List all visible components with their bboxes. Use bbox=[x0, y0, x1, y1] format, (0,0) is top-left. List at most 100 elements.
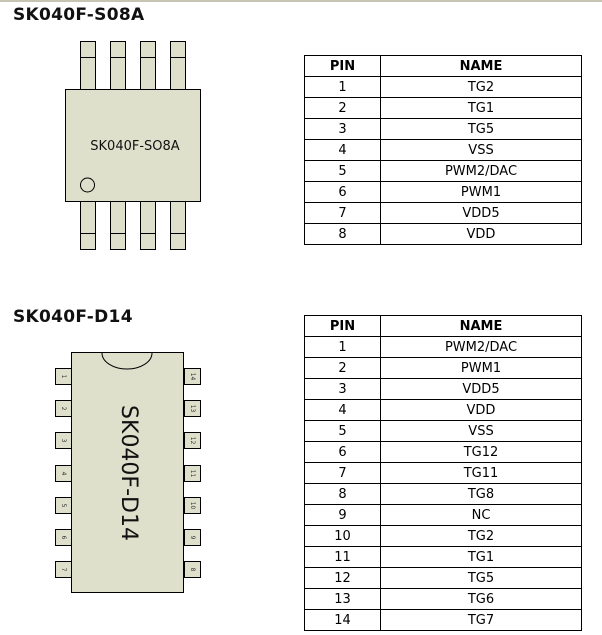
chip-pin-left bbox=[55, 497, 72, 514]
pin-label: 10 bbox=[189, 502, 196, 510]
pin-name-cell: VDD5 bbox=[380, 378, 582, 400]
pin-name-cell: TG7 bbox=[380, 609, 582, 631]
table-header-row: PIN NAME bbox=[304, 315, 582, 337]
pin-label: 11 bbox=[189, 470, 196, 478]
sop8-chip-diagram: SK040F-SO8A bbox=[65, 41, 201, 250]
pin-number-cell: 14 bbox=[304, 609, 381, 631]
pin-number-cell: 3 bbox=[304, 378, 381, 400]
pin-number-cell: 12 bbox=[304, 567, 381, 589]
pin1-marker-icon bbox=[80, 177, 95, 193]
pin-label: 1 bbox=[60, 375, 67, 379]
chip-pin-right bbox=[184, 529, 201, 546]
pin-name-cell: PWM2/DAC bbox=[380, 160, 582, 182]
pin-label: 4 bbox=[60, 472, 67, 476]
pin-name-cell: VDD bbox=[380, 399, 582, 421]
pin-number-cell: 7 bbox=[304, 462, 381, 484]
chip-label: SK040F-D14 bbox=[116, 405, 141, 541]
pin-label: 3 bbox=[60, 439, 67, 443]
section-title-sop8: SK040F-S08A bbox=[13, 5, 145, 25]
chip-pin-left bbox=[55, 561, 72, 578]
chip-body bbox=[65, 89, 201, 202]
pin-name-cell: PWM2/DAC bbox=[380, 336, 582, 358]
pin-number-cell: 2 bbox=[304, 357, 381, 379]
pin-number-cell: 4 bbox=[304, 399, 381, 421]
pin-number-cell: 1 bbox=[304, 76, 381, 98]
chip-pin-right bbox=[184, 432, 201, 449]
chip-pin-left bbox=[55, 368, 72, 385]
chip-pin-right bbox=[184, 368, 201, 385]
section-title-dip14: SK040F-D14 bbox=[13, 307, 133, 327]
header-name: NAME bbox=[380, 315, 582, 337]
pin-number-cell: 10 bbox=[304, 525, 381, 547]
pin-name-cell: VSS bbox=[380, 139, 582, 161]
pin-label: 7 bbox=[60, 568, 67, 572]
pin-name-cell: VSS bbox=[380, 420, 582, 442]
pin-label: 14 bbox=[189, 373, 196, 381]
chip-pin-right bbox=[184, 561, 201, 578]
pin-name-cell: PWM1 bbox=[380, 181, 582, 203]
pin-number-cell: 7 bbox=[304, 202, 381, 224]
chip-pin bbox=[110, 41, 126, 90]
top-border bbox=[0, 0, 602, 2]
pin-label: 5 bbox=[60, 504, 67, 508]
chip-pin bbox=[110, 201, 126, 250]
pin-name-cell: TG5 bbox=[380, 567, 582, 589]
header-pin: PIN bbox=[304, 315, 381, 337]
pin-name-cell: TG6 bbox=[380, 588, 582, 610]
pin-number-cell: 5 bbox=[304, 420, 381, 442]
pin-name-cell: TG2 bbox=[380, 525, 582, 547]
pin-number-cell: 11 bbox=[304, 546, 381, 568]
pin-number-cell: 6 bbox=[304, 441, 381, 463]
pin-label: 13 bbox=[189, 405, 196, 413]
pin-label: 12 bbox=[189, 437, 196, 445]
pin-label: 9 bbox=[189, 536, 196, 540]
pin-name-cell: PWM1 bbox=[380, 357, 582, 379]
chip-label: SK040F-SO8A bbox=[90, 139, 180, 154]
pin-number-cell: 4 bbox=[304, 139, 381, 161]
pin-number-cell: 1 bbox=[304, 336, 381, 358]
pin-label: 8 bbox=[189, 568, 196, 572]
pin-number-cell: 3 bbox=[304, 118, 381, 140]
pin-name-cell: VDD5 bbox=[380, 202, 582, 224]
pin-number-cell: 13 bbox=[304, 588, 381, 610]
chip-pin-left bbox=[55, 529, 72, 546]
chip-pin-left bbox=[55, 432, 72, 449]
chip-pin bbox=[140, 201, 156, 250]
pin-name-cell: TG5 bbox=[380, 118, 582, 140]
table-header-row: PIN NAME bbox=[304, 55, 582, 77]
pin-name-cell: NC bbox=[380, 504, 582, 526]
pin-number-cell: 6 bbox=[304, 181, 381, 203]
pin-number-cell: 2 bbox=[304, 97, 381, 119]
chip-pin bbox=[170, 41, 186, 90]
chip-pin-right bbox=[184, 400, 201, 417]
pin-number-cell: 5 bbox=[304, 160, 381, 182]
chip-pin bbox=[80, 201, 96, 250]
chip-pin bbox=[170, 201, 186, 250]
chip-pin-left bbox=[55, 465, 72, 482]
header-name: NAME bbox=[380, 55, 582, 77]
notch-icon bbox=[101, 352, 153, 370]
chip-pin-right bbox=[184, 465, 201, 482]
pin-name-cell: TG12 bbox=[380, 441, 582, 463]
